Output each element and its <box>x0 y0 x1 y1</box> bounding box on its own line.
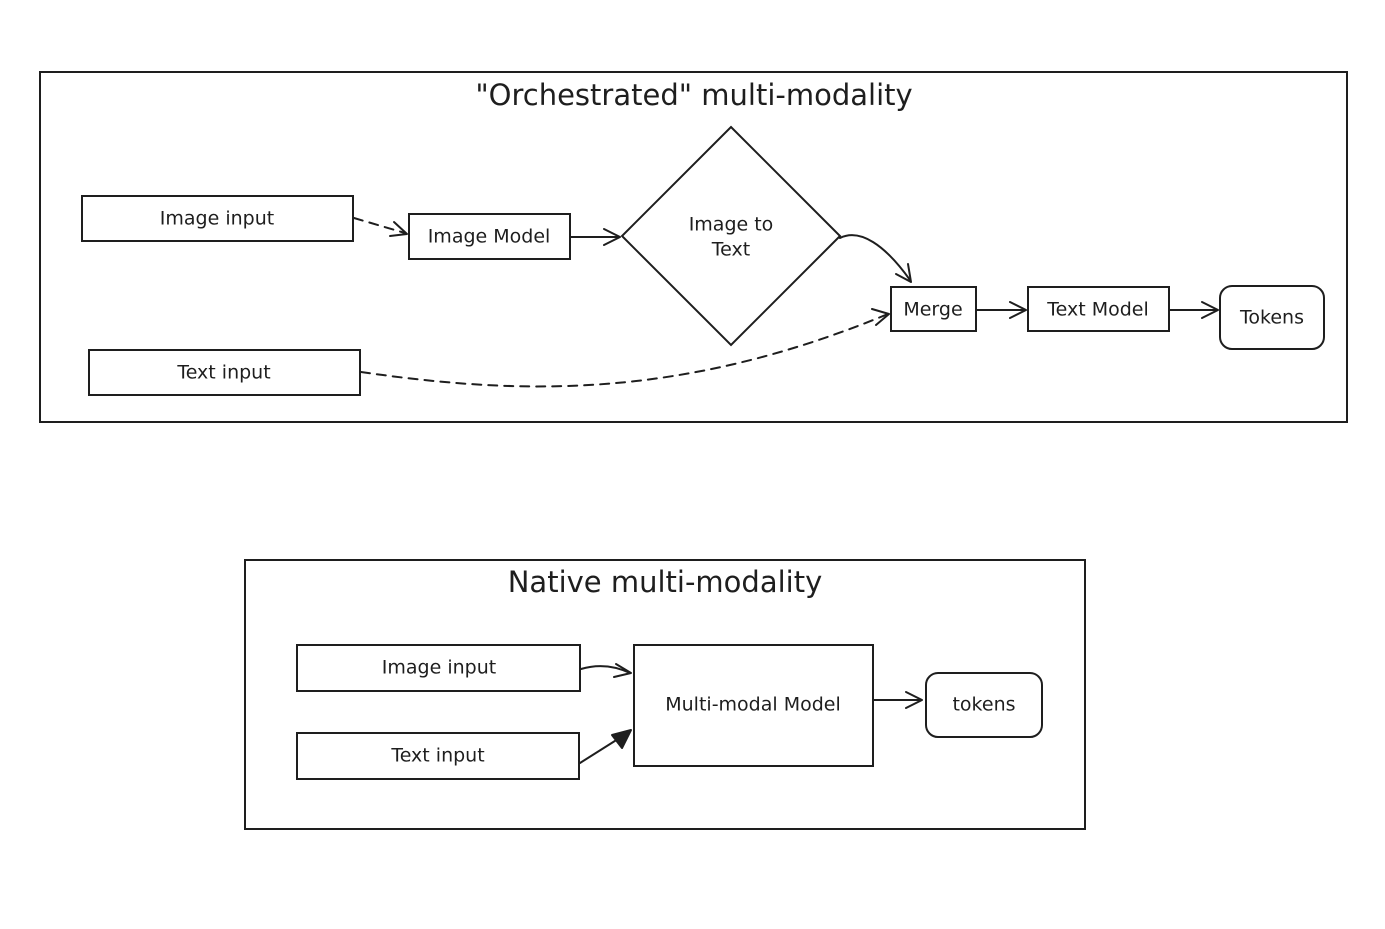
orch-edge-merge-to-text-model <box>976 301 1027 319</box>
native-edge-model-to-tokens <box>873 691 923 709</box>
native-panel: Native multi-modality Image input Text i… <box>244 559 1086 830</box>
orch-text-input-label: Text input <box>176 362 270 384</box>
native-edge-text-input-to-model <box>579 729 632 764</box>
orch-image-to-text-node[interactable]: Image to Text <box>620 125 842 347</box>
orchestrated-frame <box>39 71 1348 423</box>
orch-text-model-label: Text Model <box>1046 299 1149 321</box>
orch-image-input-label: Image input <box>160 208 274 230</box>
orch-merge-node[interactable]: Merge <box>890 286 977 332</box>
orch-edge-text-input-to-merge <box>360 308 890 388</box>
native-title: Native multi-modality <box>508 565 823 599</box>
orch-text-model-node[interactable]: Text Model <box>1027 286 1170 332</box>
orch-image-to-text-label-line1: Image to <box>689 214 774 236</box>
orch-merge-label: Merge <box>903 299 962 321</box>
orch-image-to-text-label-line2: Text <box>711 239 750 261</box>
native-model-label: Multi-modal Model <box>665 694 841 716</box>
native-text-input-label: Text input <box>390 745 484 767</box>
native-tokens-node[interactable]: tokens <box>925 672 1043 738</box>
native-image-input-label: Image input <box>382 657 496 679</box>
orch-tokens-node[interactable]: Tokens <box>1219 285 1325 350</box>
native-edge-image-input-to-model <box>580 663 632 678</box>
orch-image-model-label: Image Model <box>428 226 551 248</box>
orch-text-input-node[interactable]: Text input <box>88 349 361 396</box>
orchestrated-title: "Orchestrated" multi-modality <box>475 78 912 112</box>
orch-image-input-node[interactable]: Image input <box>81 195 354 242</box>
orch-tokens-label: Tokens <box>1239 307 1304 329</box>
orch-edge-image-model-to-image-to-text <box>570 228 621 246</box>
native-image-input-node[interactable]: Image input <box>296 644 581 692</box>
native-frame <box>244 559 1086 830</box>
orch-edge-image-input-to-image-model <box>353 217 408 237</box>
orch-image-model-node[interactable]: Image Model <box>408 213 571 260</box>
orchestrated-panel: "Orchestrated" multi-modality Image inpu… <box>39 71 1348 423</box>
native-model-node[interactable]: Multi-modal Model <box>633 644 874 767</box>
native-tokens-label: tokens <box>952 694 1015 716</box>
native-text-input-node[interactable]: Text input <box>296 732 580 780</box>
orch-edge-text-model-to-tokens <box>1169 301 1219 319</box>
orch-edge-image-to-text-to-merge <box>839 234 912 283</box>
